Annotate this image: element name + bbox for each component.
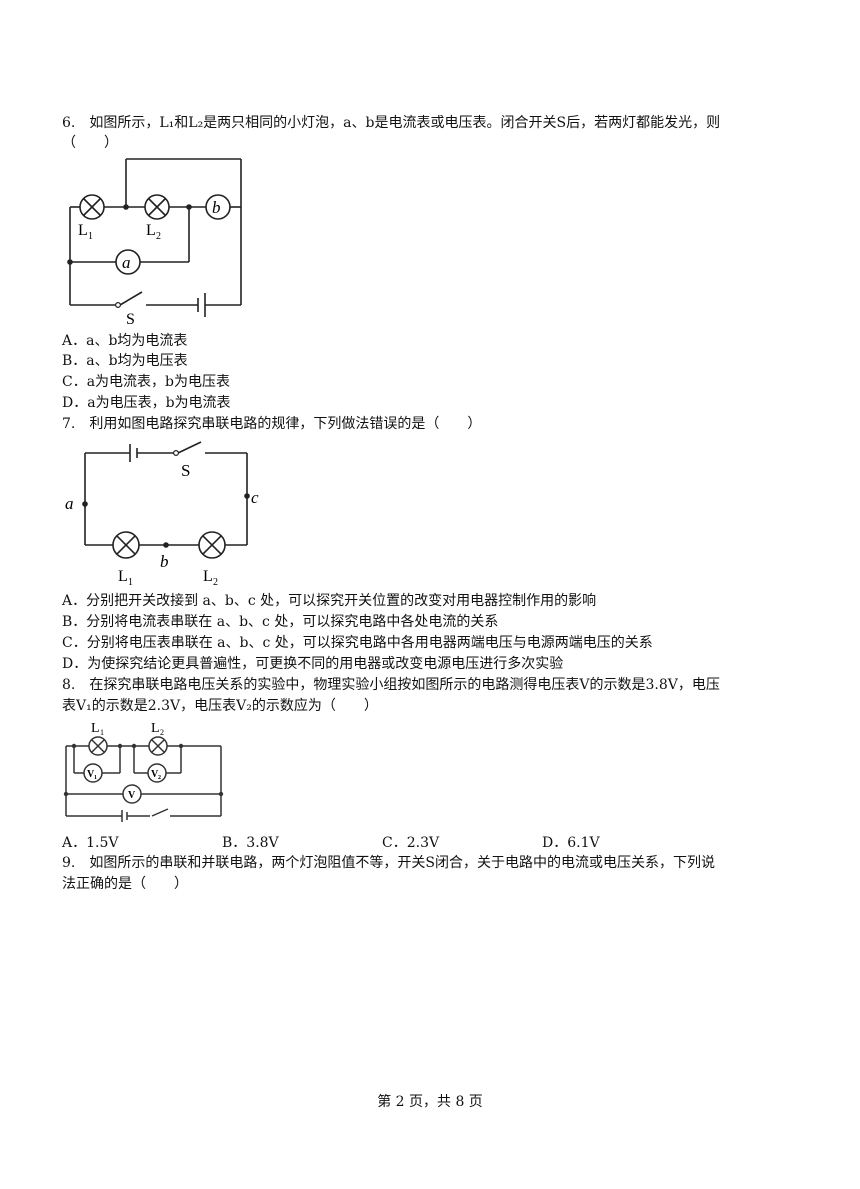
q7-lamp-l2-sub: 2 [213,577,218,588]
q6-switch-label: S [126,311,135,327]
q9-stem-line1: 9. 如图所示的串联和并联电路，两个灯泡阻值不等，开关S闭合，关于电路中的电流或… [62,855,715,871]
q8-lamp-l1-label: L [91,721,100,736]
q7-stem: 7. 利用如图电路探究串联电路的规律，下列做法错误的是（ ） [62,416,482,432]
q6-meter-b-label: b [212,198,221,217]
q7-lamp-l1-label: L [118,568,128,585]
q6-meter-a-label: a [122,253,131,272]
q8-meter-v-label: V [128,790,136,801]
q6-lamp-l1-label: L [78,222,88,239]
q6-circuit-diagram: b a L 1 L 2 S [67,158,242,327]
q6-option-b: B．a、b均为电压表 [62,353,188,369]
q7-switch-label: S [181,461,190,480]
q6-option-c: C．a为电流表，b为电压表 [62,374,231,390]
q8-circuit-diagram: L 1 L 2 V 1 V 2 V [63,721,224,822]
q7-option-c: C．分别将电压表串联在 a、b、c 处，可以探究电路中各用电器两端电压与电源两端… [62,635,653,651]
q7-point-c-label: c [251,488,259,507]
page-footer: 第 2 页，共 8 页 [377,1094,483,1110]
q7-option-a: A．分别把开关改接到 a、b、c 处，可以探究开关位置的改变对用电器控制作用的影… [62,593,597,609]
q8-lamp-l2-label: L [151,721,160,736]
q8-option-a: A．1.5V [62,835,119,851]
q6-lamp-l1-sub: 1 [88,231,93,242]
q8-option-c: C．2.3V [382,835,440,851]
q7-circuit-diagram: S a c b L 1 L 2 [65,441,259,588]
q6-lamp-l2-sub: 2 [156,231,161,242]
q8-meter-v2-label: V [151,769,159,780]
q7-option-b: B．分别将电流表串联在 a、b、c 处，可以探究电路中各处电流的关系 [62,614,499,630]
q7-lamp-l1-sub: 1 [128,577,133,588]
q7-option-d: D．为使探究结论更具普遍性，可更换不同的用电器或改变电源电压进行多次实验 [62,656,564,672]
q6-option-a: A．a、b均为电流表 [62,333,188,349]
q8-meter-v1-label: V [87,769,95,780]
q7-lamp-l2-label: L [203,568,213,585]
q7-point-a-label: a [65,494,74,513]
q8-options-row: A．1.5V B．3.8V C．2.3V D．6.1V [62,832,762,852]
q7-point-b-label: b [160,552,169,571]
q6-stem-line1: 6. 如图所示，L₁和L₂是两只相同的小灯泡，a、b是电流表或电压表。闭合开关S… [62,115,721,131]
q8-lamp-l2-sub: 2 [160,728,164,737]
q8-option-b: B．3.8V [222,835,279,851]
q8-lamp-l1-sub: 1 [100,728,104,737]
q9-stem-line2: 法正确的是（ ） [62,876,188,892]
q6-option-d: D．a为电压表，b为电流表 [62,395,231,411]
q8-meter-v2-sub: 2 [158,775,161,781]
q8-option-d: D．6.1V [542,835,600,851]
q6-stem-line2: （ ） [62,135,118,151]
q8-meter-v1-sub: 1 [94,775,97,781]
q6-lamp-l2-label: L [146,222,156,239]
q8-stem-line1: 8. 在探究串联电路电压关系的实验中，物理实验小组按如图所示的电路测得电压表V的… [62,677,720,693]
q8-stem-line2: 表V₁的示数是2.3V，电压表V₂的示数应为（ ） [62,698,378,714]
